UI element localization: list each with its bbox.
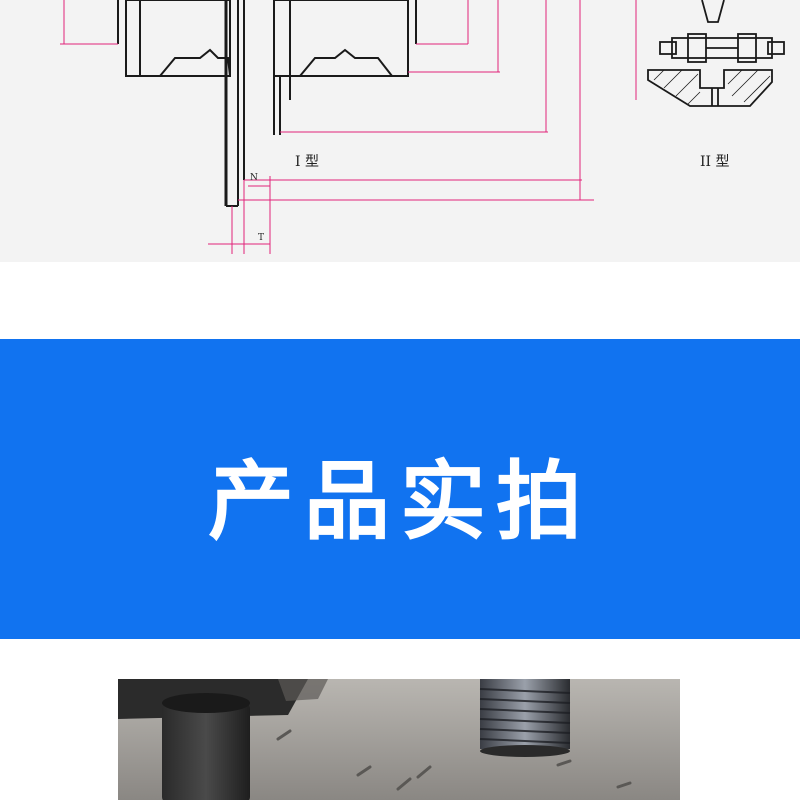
type-two-label: II 型 xyxy=(700,154,730,170)
dimension-n-label: N xyxy=(250,173,258,183)
product-photo-svg xyxy=(118,679,680,800)
section-banner: 产品实拍 xyxy=(0,339,800,639)
dimension-lines xyxy=(60,0,637,254)
coupling-drawing-svg: N T I 型 II 型 xyxy=(60,0,785,254)
type-two-drawing xyxy=(647,0,785,107)
type-two-hatch xyxy=(653,69,771,105)
dimension-t-label: T xyxy=(258,233,264,243)
type-one-label: I 型 xyxy=(295,154,319,170)
product-photo xyxy=(118,679,680,800)
technical-drawing: N T I 型 II 型 xyxy=(0,0,800,262)
spacer xyxy=(0,262,800,339)
type-one-drawing xyxy=(117,0,417,207)
banner-title: 产品实拍 xyxy=(208,451,592,552)
